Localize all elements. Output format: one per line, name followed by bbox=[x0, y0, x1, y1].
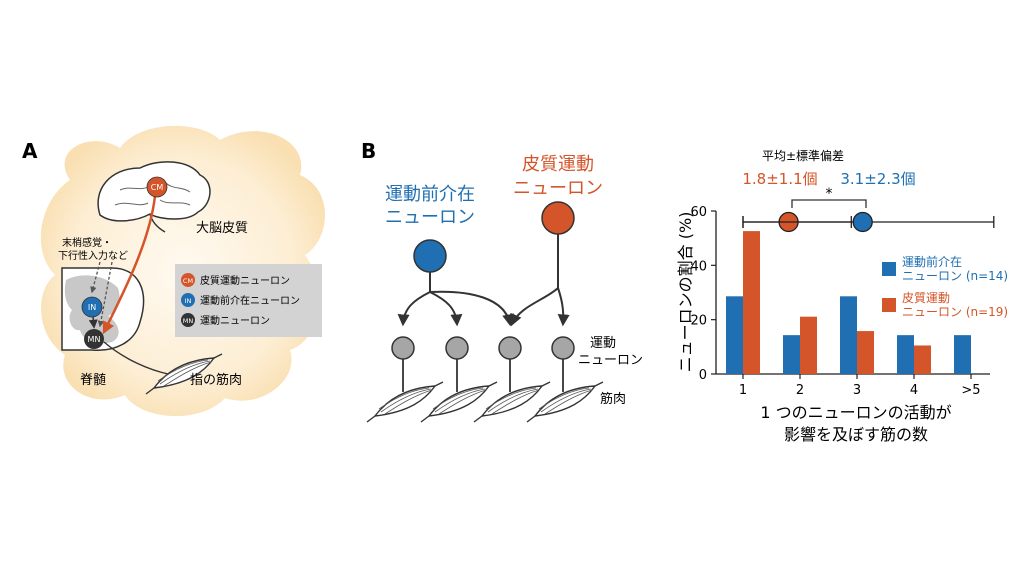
mean-marker bbox=[852, 211, 873, 233]
y-tick-label: 60 bbox=[690, 205, 707, 220]
summary-blue: 3.1±2.3個 bbox=[840, 170, 915, 188]
premotor-neuron bbox=[413, 239, 447, 273]
significance-star: * bbox=[826, 186, 833, 202]
svg-text:運動前介在ニューロン: 運動前介在ニューロン bbox=[200, 294, 300, 307]
legend-box: CM 皮質運動ニューロン IN 運動前介在ニューロン MN 運動ニューロン bbox=[175, 264, 322, 337]
legend-swatch-orange bbox=[882, 298, 896, 312]
motor-neuron bbox=[498, 336, 522, 392]
mn-neuron bbox=[84, 329, 104, 349]
legend-swatch-blue bbox=[882, 262, 896, 276]
finger-muscle-label: 指の筋肉 bbox=[190, 372, 242, 388]
spinal-label: 脊髄 bbox=[80, 373, 106, 388]
brain-label: 大脳皮質 bbox=[196, 221, 248, 236]
premotor-label-2: ニューロン bbox=[385, 207, 475, 228]
y-tick-label: 20 bbox=[690, 314, 707, 329]
bar bbox=[743, 231, 760, 374]
legend-orange-1: 皮質運動 bbox=[902, 290, 950, 305]
legend-item-cm: CM 皮質運動ニューロン bbox=[181, 273, 290, 287]
input-label-2: 下行性入力など bbox=[58, 249, 128, 262]
svg-text:CM: CM bbox=[183, 277, 193, 285]
bar bbox=[857, 331, 874, 374]
y-tick-label: 0 bbox=[699, 368, 707, 383]
cortical-label-1: 皮質運動 bbox=[522, 154, 594, 175]
x-axis-label-1: 1 つのニューロンの活動が bbox=[760, 403, 951, 422]
legend: 運動前介在 ニューロン (n=14) 皮質運動 ニューロン (n=19) bbox=[882, 254, 1008, 319]
motor-neuron-label-1: 運動 bbox=[590, 336, 616, 351]
input-arrow-2 bbox=[97, 261, 113, 328]
input-arrow-1 bbox=[90, 261, 101, 294]
legend-item-mn: MN 運動ニューロン bbox=[181, 313, 270, 327]
legend-item-in: IN 運動前介在ニューロン bbox=[181, 293, 300, 307]
cortical-neuron bbox=[541, 201, 575, 235]
bar-chart: 平均±標準偏差 1.8±1.1個 3.1±2.3個 * ニューロンの割合 (%)… bbox=[676, 148, 1008, 444]
motor-neurons bbox=[391, 336, 575, 392]
panel-b-label: B bbox=[361, 139, 376, 163]
panel-a-label: A bbox=[22, 139, 38, 163]
legend-blue-1: 運動前介在 bbox=[902, 254, 962, 269]
motor-neuron-label-2: ニューロン bbox=[578, 353, 643, 368]
bar bbox=[914, 345, 931, 374]
mn-tag: MN bbox=[88, 335, 101, 344]
significance-bracket bbox=[791, 199, 867, 208]
cortical-label-2: ニューロン bbox=[513, 178, 603, 199]
cm-neuron bbox=[146, 176, 168, 198]
motor-neuron bbox=[445, 336, 469, 392]
bar bbox=[897, 335, 914, 374]
legend-orange-2: ニューロン (n=19) bbox=[902, 305, 1008, 319]
svg-text:運動ニューロン: 運動ニューロン bbox=[200, 314, 270, 327]
legend-blue-2: ニューロン (n=14) bbox=[902, 269, 1008, 283]
bar bbox=[726, 296, 743, 374]
muscle-label: 筋肉 bbox=[600, 391, 626, 407]
premotor-tree bbox=[397, 272, 515, 327]
bar bbox=[954, 335, 971, 374]
cm-tag: CM bbox=[151, 183, 164, 192]
motor-neuron bbox=[551, 336, 575, 392]
svg-text:皮質運動ニューロン: 皮質運動ニューロン bbox=[200, 274, 290, 287]
x-tick-label: 4 bbox=[910, 383, 918, 398]
y-tick-label: 40 bbox=[690, 259, 707, 274]
premotor-label-1: 運動前介在 bbox=[385, 184, 475, 205]
x-tick-label: >5 bbox=[961, 383, 980, 398]
chart-title: 平均±標準偏差 bbox=[762, 148, 844, 163]
in-tag: IN bbox=[88, 303, 96, 312]
in-to-mn bbox=[88, 316, 98, 329]
mn-axon bbox=[103, 341, 169, 375]
svg-text:MN: MN bbox=[183, 317, 194, 325]
bar bbox=[783, 335, 800, 374]
x-tick-label: 2 bbox=[796, 383, 804, 398]
x-tick-label: 1 bbox=[739, 383, 747, 398]
y-axis-label: ニューロンの割合 (%) bbox=[676, 212, 695, 373]
input-label-1: 末梢感覚・ bbox=[62, 236, 112, 249]
cm-axon bbox=[102, 195, 157, 335]
bar bbox=[800, 316, 817, 374]
x-axis-label-2: 影響を及ぼす筋の数 bbox=[784, 425, 928, 444]
cortical-tree bbox=[510, 233, 570, 327]
bar bbox=[840, 296, 857, 374]
x-tick-label: 3 bbox=[853, 383, 861, 398]
summary-orange: 1.8±1.1個 bbox=[742, 170, 817, 188]
in-neuron bbox=[81, 296, 103, 318]
motor-neuron bbox=[391, 336, 415, 392]
svg-text:IN: IN bbox=[185, 297, 192, 305]
